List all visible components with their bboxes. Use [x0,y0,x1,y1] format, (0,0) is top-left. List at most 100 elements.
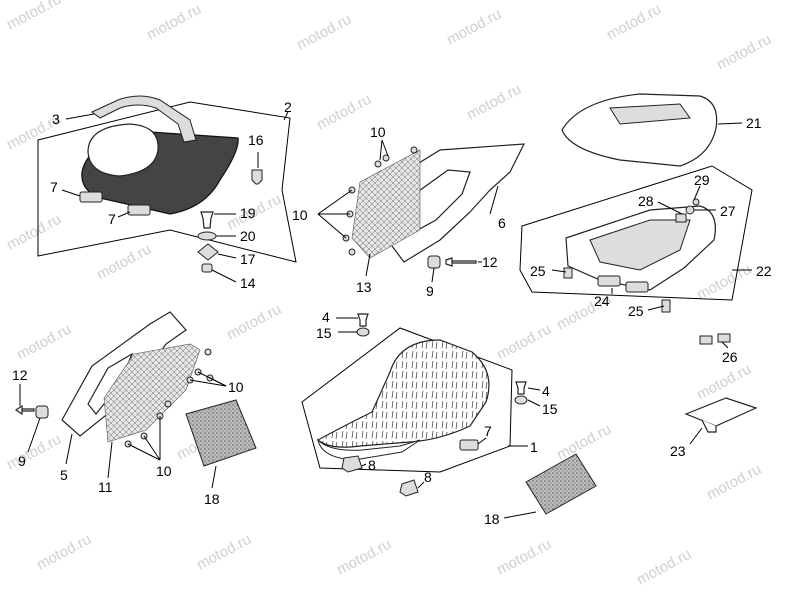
leader [365,253,371,277]
leader [217,253,237,259]
callout-1: 1 [530,439,538,455]
callout-15: 15 [316,325,332,341]
screw [357,313,369,327]
group-side-panel-left: 12 9 5 11 10 10 [12,311,244,495]
watermark: motod.ru [4,431,64,474]
watermark: motod.ru [554,421,614,464]
callout-11: 11 [98,479,113,495]
callout-6: 6 [498,215,506,231]
callout-7: 7 [484,423,492,439]
seat-base-inner [589,219,691,271]
callout-10: 10 [292,207,308,223]
watermark: motod.ru [704,461,764,504]
callout-24: 24 [594,293,610,309]
group-foam-pad-left: 18 [185,399,257,507]
group-rider-seat: 4 15 4 15 7 1 8 8 [301,309,558,497]
leader [717,122,743,125]
callout-10: 10 [156,463,172,479]
watermark: motod.ru [694,261,754,304]
callout-17: 17 [240,251,256,267]
group-foam-pad-center: 18 [484,453,597,527]
callout-18: 18 [204,491,220,507]
watermark: motod.ru [194,531,254,574]
callout-9: 9 [426,283,434,299]
watermark: motod.ru [4,211,64,254]
screw [14,404,35,416]
group-seat-pan: 21 22 25 24 25 28 29 27 26 [519,93,772,365]
callout-19: 19 [240,205,256,221]
leader [27,417,41,453]
callout-10: 10 [228,379,244,395]
clip [597,275,621,287]
rider-seat [316,339,490,448]
callout-4: 4 [542,383,550,399]
leader [197,371,227,387]
callout-10: 10 [370,124,386,140]
callout-12: 12 [482,254,498,270]
clip [459,439,479,451]
watermark: motod.ru [224,301,284,344]
group-side-panel-right: 10 10 6 13 9 12 [292,124,526,299]
grommet [35,405,49,419]
leader [431,267,435,283]
screw [515,381,527,395]
callout-23: 23 [670,443,686,459]
leader [189,379,227,387]
callout-21: 21 [746,115,762,131]
callout-14: 14 [240,275,256,291]
leader [689,427,703,445]
seat-cover-ridge [609,103,691,125]
bump-stop [341,455,363,473]
watermark: motod.ru [604,1,664,44]
callout-20: 20 [240,228,256,244]
callout-16: 16 [248,132,264,148]
callout-22: 22 [756,263,772,279]
leader [381,139,389,157]
leader [503,511,537,519]
watermark: motod.ru [14,321,74,364]
washer [692,198,700,206]
washer [514,395,528,405]
spacer [201,263,213,273]
callout-12: 12 [12,367,28,383]
clip [382,154,390,162]
clip [79,191,103,203]
watermark: motod.ru [4,0,64,34]
watermark: motod.ru [494,321,554,364]
leader [721,341,729,349]
callout-4: 4 [322,309,330,325]
nut-plate [197,243,219,261]
callout-28: 28 [638,193,654,209]
screw [563,267,573,279]
group-outline [37,101,297,263]
foam-pad [525,453,597,515]
callout-8: 8 [368,457,376,473]
leader [489,185,499,215]
leader [127,443,161,461]
callout-25: 25 [628,303,644,319]
callout-13: 13 [356,279,372,295]
leader [65,433,73,465]
watermark-layer: motod.ru motod.ru motod.ru motod.ru moto… [4,0,774,589]
callout-25: 25 [530,263,546,279]
clip [625,281,649,293]
leader [317,189,353,215]
screw [685,205,695,215]
grommet [427,255,441,269]
watermark: motod.ru [294,11,354,54]
watermark: motod.ru [34,531,94,574]
bump-stop [251,169,263,185]
leader [477,437,487,445]
clip [204,348,212,356]
callout-7: 7 [108,211,116,227]
callout-29: 29 [694,172,710,188]
callout-8: 8 [424,469,432,485]
leader [143,435,161,461]
leader [117,211,131,218]
washer [356,327,370,337]
bracket-tab [701,419,717,433]
watermark: motod.ru [314,91,374,134]
bracket [684,397,758,427]
